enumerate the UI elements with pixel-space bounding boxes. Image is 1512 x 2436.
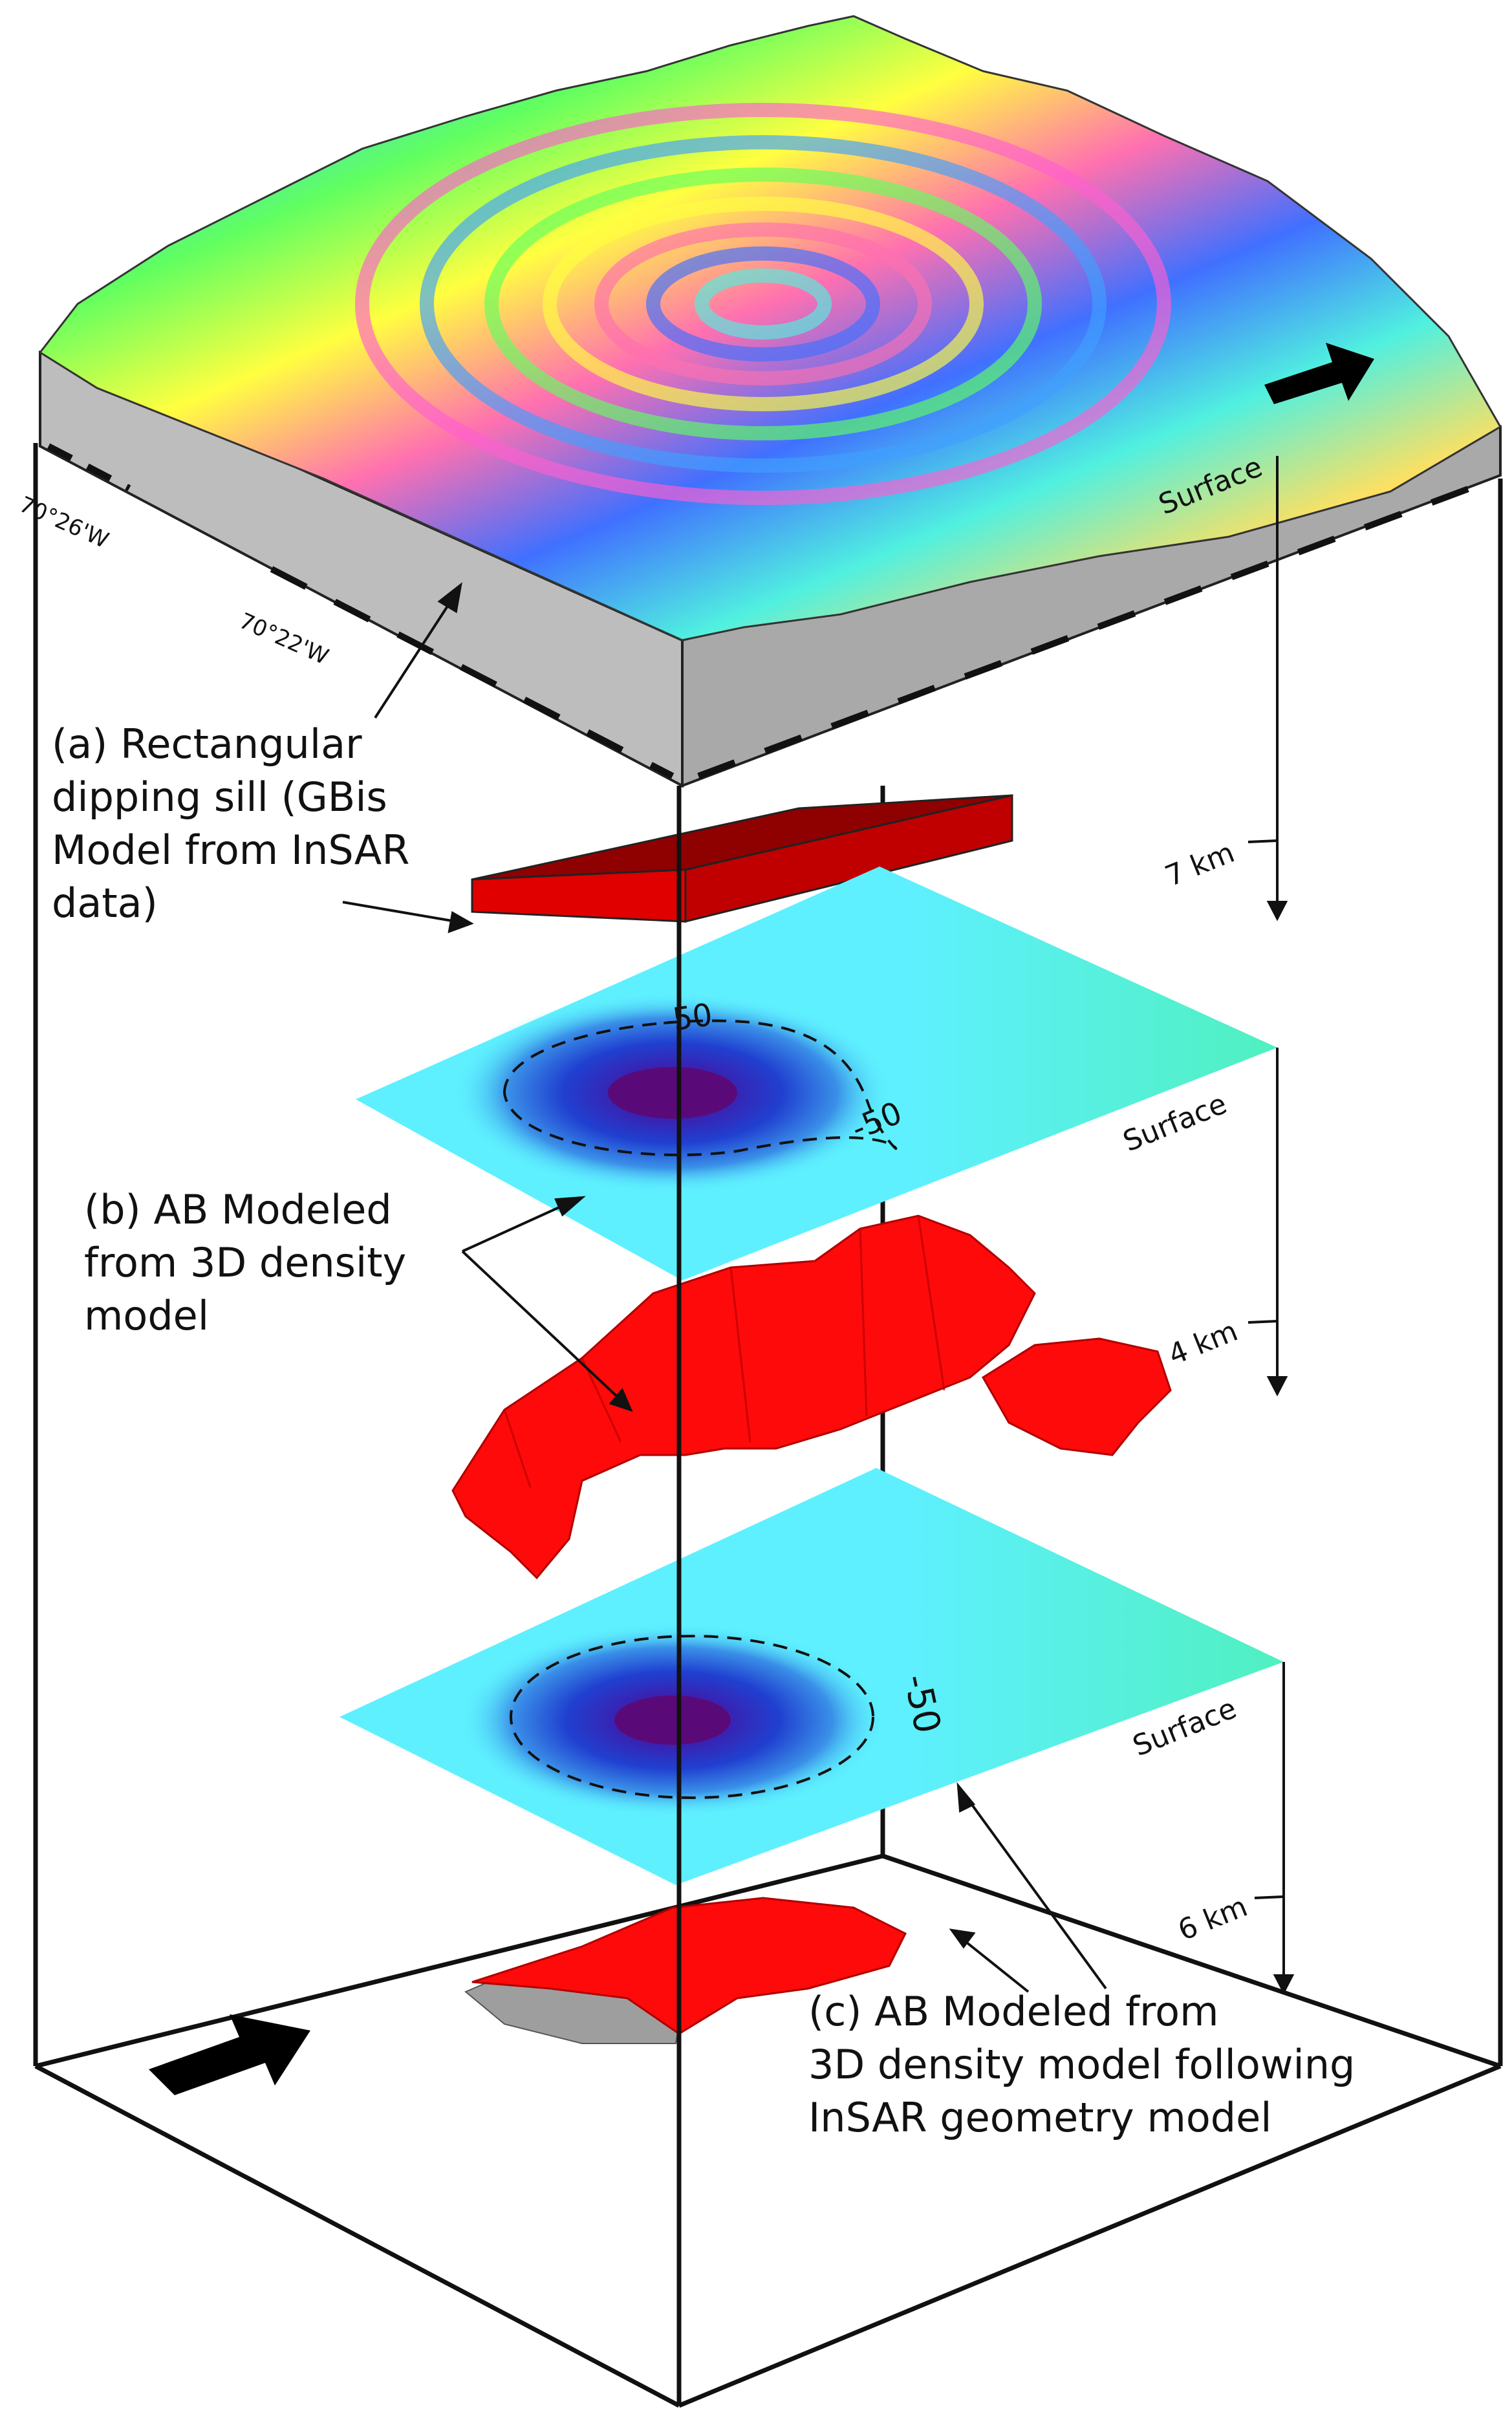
ground-north-arrow-icon	[149, 2014, 310, 2095]
body-b-lobe	[981, 1337, 1172, 1456]
terrain-north-arrow-icon	[1264, 343, 1374, 404]
body-b-facets	[503, 1215, 945, 1488]
dipping-sill	[471, 794, 1013, 923]
sill-front	[471, 868, 687, 923]
arrow-to-upper-plane-icon	[554, 1196, 586, 1217]
depth-guides	[1247, 456, 1295, 1995]
frame-front	[33, 443, 1503, 2408]
anomalous-body-b	[451, 1214, 1172, 1580]
arrow-to-lower-plane-icon	[956, 1782, 976, 1813]
plane-lower-core	[614, 1696, 731, 1745]
gravity-plane-upper	[356, 867, 1277, 1280]
arrow-to-body-c-icon	[949, 1928, 976, 1949]
scale-bars	[47, 443, 1489, 779]
callout-arrows	[342, 582, 1107, 1993]
plane-upper-contour	[502, 1019, 898, 1156]
anomalous-body-c	[464, 1897, 907, 2044]
contour-label-lower: -50	[895, 1670, 949, 1738]
sill-callout: (a) Rectangular dipping sill (GBis Model…	[52, 720, 410, 927]
sill-right	[684, 794, 1013, 923]
gravity-plane-lower	[340, 1468, 1284, 1885]
body-c-main	[471, 1897, 907, 2035]
arrow-to-body-b-icon	[609, 1388, 633, 1412]
terrain-block	[38, 15, 1502, 788]
plane-upper-core	[608, 1067, 737, 1119]
fringe-rings	[355, 103, 1171, 505]
contour-label-upper-a: -50	[659, 997, 715, 1040]
plane-lower-contour	[510, 1635, 874, 1799]
ab-density-callout: (b) AB Modeled from 3D density model	[84, 1186, 407, 1339]
arrow-to-terrain-icon	[437, 582, 462, 614]
arrow-to-sill-icon	[448, 911, 474, 934]
ab-insar-callout: (c) AB Modeled from 3D density model fol…	[808, 1988, 1355, 2141]
